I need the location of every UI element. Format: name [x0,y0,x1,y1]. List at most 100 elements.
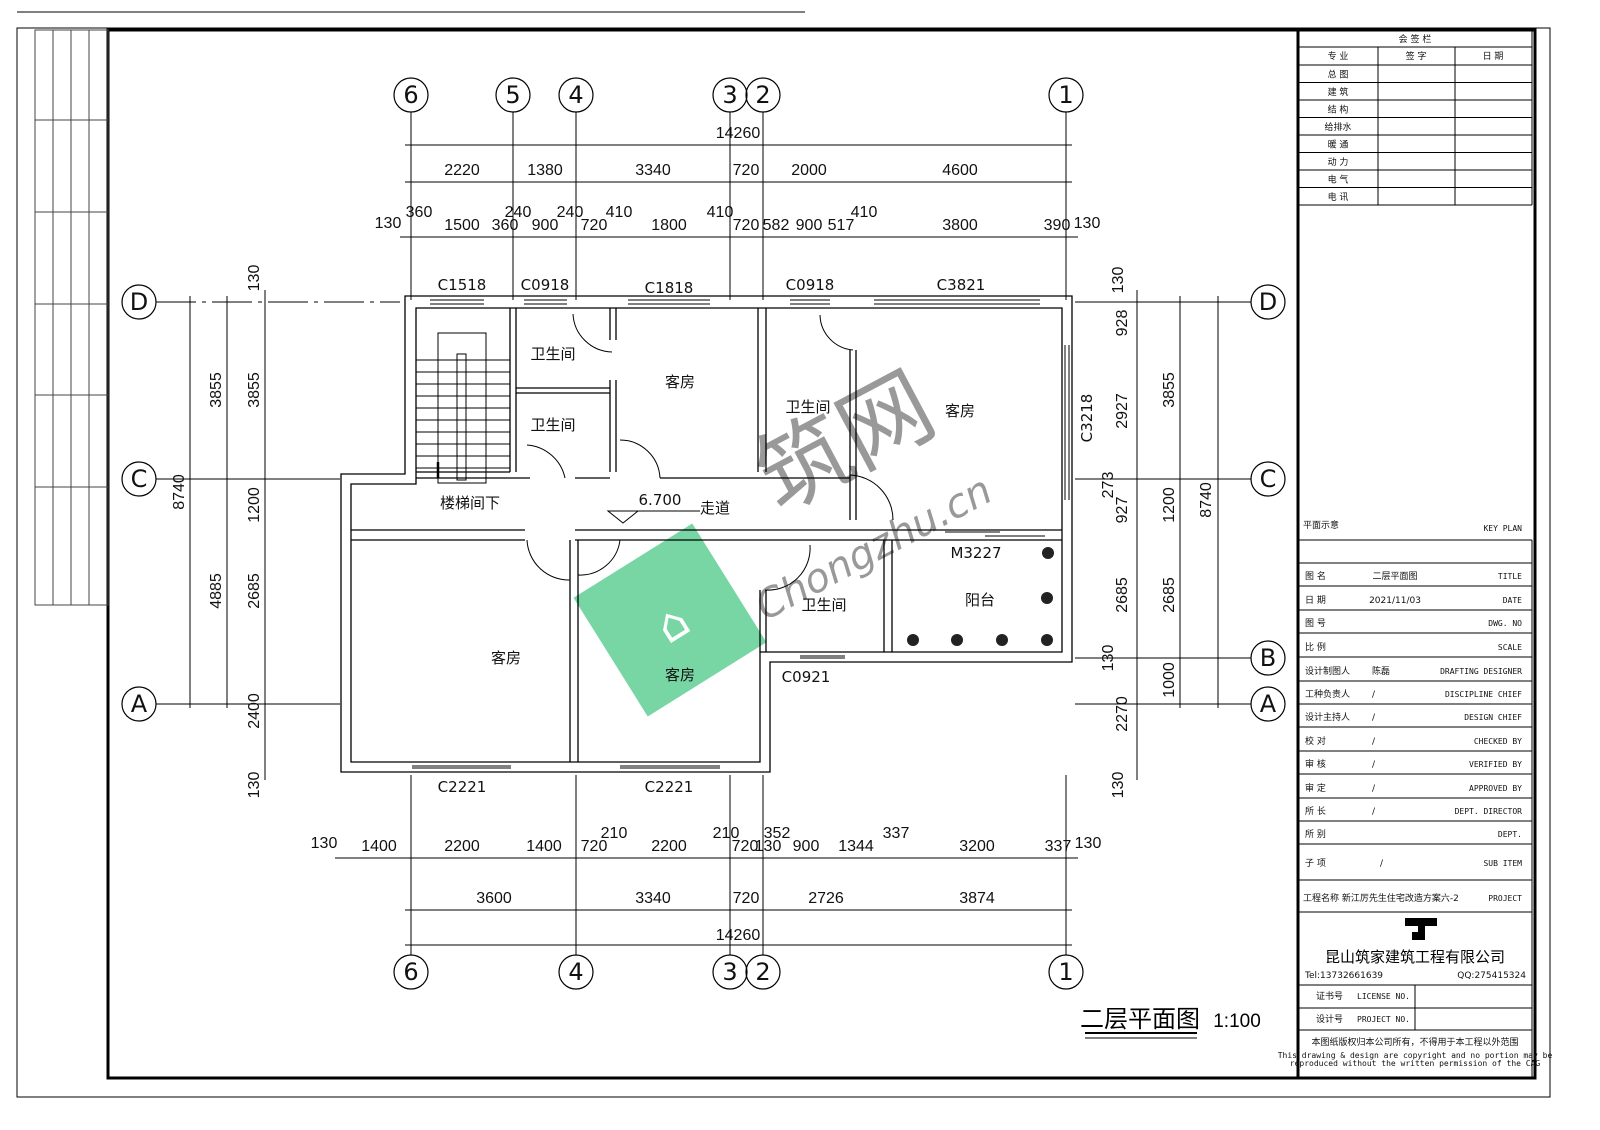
axis-label: 4 [568,958,583,986]
axis-label: 1 [1058,81,1073,109]
dim-text: 3855 [246,372,263,408]
dim-text: 390 [1044,217,1071,234]
key-plan-cn: 平面示意 [1303,519,1339,531]
titleblock-row-en: VERIFIED BY [1469,760,1522,769]
key-plan-en: KEY PLAN [1483,524,1522,533]
axis-label: A [131,690,148,718]
plant-icon [951,634,963,646]
project-no-cn: 设计号 [1316,1013,1343,1025]
dim-text: 2220 [444,162,480,179]
dim-text: 2000 [791,162,827,179]
window-label: C0918 [521,276,570,294]
dim-text: 360 [492,217,519,234]
dim-text: 337 [1045,838,1072,855]
room-label: 卫生间 [801,596,846,614]
axis-label: A [1260,690,1277,718]
titleblock-row-en: DEPT. DIRECTOR [1455,807,1523,816]
titleblock-row-label: 图 名 [1305,570,1326,582]
dim-text: 1200 [1161,487,1178,523]
dim-text: 720 [732,838,759,855]
titleblock-row-value: / [1372,713,1376,723]
axis-label: D [1259,288,1277,316]
titleblock-row-label: 设计制图人 [1305,665,1350,677]
axis-label: 1 [1058,958,1073,986]
window-label: C2221 [645,778,694,796]
dim-text: 900 [793,838,820,855]
dim-text: 2685 [1161,577,1178,613]
dim-text: 130 [1100,645,1117,672]
countersign-header: 日 期 [1483,51,1504,62]
axis-label: 6 [403,958,418,986]
copyright-en-1: This drawing & design are copyright and … [1278,1051,1553,1060]
opening-labels: C1518 C0918 C1818 C0918 C3821 C3218 C222… [438,276,1096,796]
elevation-mark: 6.700 [606,491,700,524]
window-label: C3821 [937,276,986,294]
axis-label: 3 [722,81,737,109]
countersign-title: 会 签 栏 [1399,33,1432,45]
countersign-header: 签 字 [1406,50,1427,62]
dim-text: 2685 [1114,577,1131,613]
titleblock-row-label: 日 期 [1305,595,1326,606]
countersign-row-label: 电 气 [1328,174,1349,186]
axis-bubbles: 6 5 4 3 2 1 6 4 3 2 1 D C A D C B A [121,77,1286,990]
titleblock-row-value: / [1372,807,1376,817]
axis-label: C [131,465,148,493]
room-label: 客房 [945,402,975,420]
sub-item-en: SUB ITEM [1483,859,1522,868]
titleblock-row-en: DISCIPLINE CHIEF [1445,690,1522,699]
grid-lines [156,112,1251,955]
room-label: 阳台 [965,591,995,609]
window-label: C0918 [786,276,835,294]
plant-icon [907,634,919,646]
sub-item-value: / [1380,859,1384,869]
project-no-en: PROJECT NO. [1357,1015,1410,1024]
dim-text: 8740 [171,474,188,510]
dim-text: 2685 [246,573,263,609]
dim-text: 240 [557,204,584,221]
dim-text: 410 [707,204,734,221]
dim-text: 3855 [1161,372,1178,408]
dim-text: 210 [601,825,628,842]
countersign-row-label: 建 筑 [1328,86,1349,98]
axis-label: C [1260,465,1277,493]
titleblock-row-value: / [1372,737,1376,747]
titleblock-row-en: SCALE [1498,643,1522,652]
dim-text: 360 [406,204,433,221]
dim-text: 927 [1114,497,1131,524]
countersign-row-label: 总 图 [1328,69,1349,81]
copyright-cn: 本图纸版权归本公司所有，不得用于本工程以外范围 [1311,1036,1518,1048]
windows [412,299,1070,769]
titleblock-row-en: DATE [1503,596,1522,605]
dim-text: 1400 [526,838,562,855]
dim-text: 582 [763,217,790,234]
dim-top-total: 14260 [716,125,761,142]
dim-text: 720 [733,890,760,907]
titleblock-row-value: / [1372,784,1376,794]
titleblock-row-value: 2021/11/03 [1369,596,1421,606]
dim-text: 2927 [1114,393,1131,429]
countersign-row-label: 电 讯 [1328,191,1349,203]
room-label: 楼梯间下 [440,494,500,512]
elevation-value: 6.700 [639,491,682,509]
plant-icon [1041,634,1053,646]
axis-label: 3 [722,958,737,986]
door-label: M3227 [950,544,1001,562]
balcony-plants [907,547,1054,646]
titleblock-row-label: 比 例 [1305,641,1326,653]
project-name: 工程名称 新江厉先生住宅改造方案六-2 [1303,892,1459,904]
dim-text: 2726 [808,890,844,907]
titleblock-row-en: APPROVED BY [1469,784,1522,793]
room-label: 走道 [700,499,730,517]
left-revision-strip [34,29,109,606]
dim-text: 900 [532,217,559,234]
dim-text: 3340 [635,890,671,907]
staircase [416,332,510,484]
titleblock-row-en: CHECKED BY [1474,737,1522,746]
dim-text: 130 [375,215,402,232]
countersign-row-label: 结 构 [1328,104,1349,116]
dim-text: 2200 [444,838,480,855]
plant-icon [1042,547,1054,559]
room-label: 卫生间 [530,345,575,363]
company-name: 昆山筑家建筑工程有限公司 [1325,948,1505,966]
titleblock-row-value: 陈磊 [1372,665,1390,677]
